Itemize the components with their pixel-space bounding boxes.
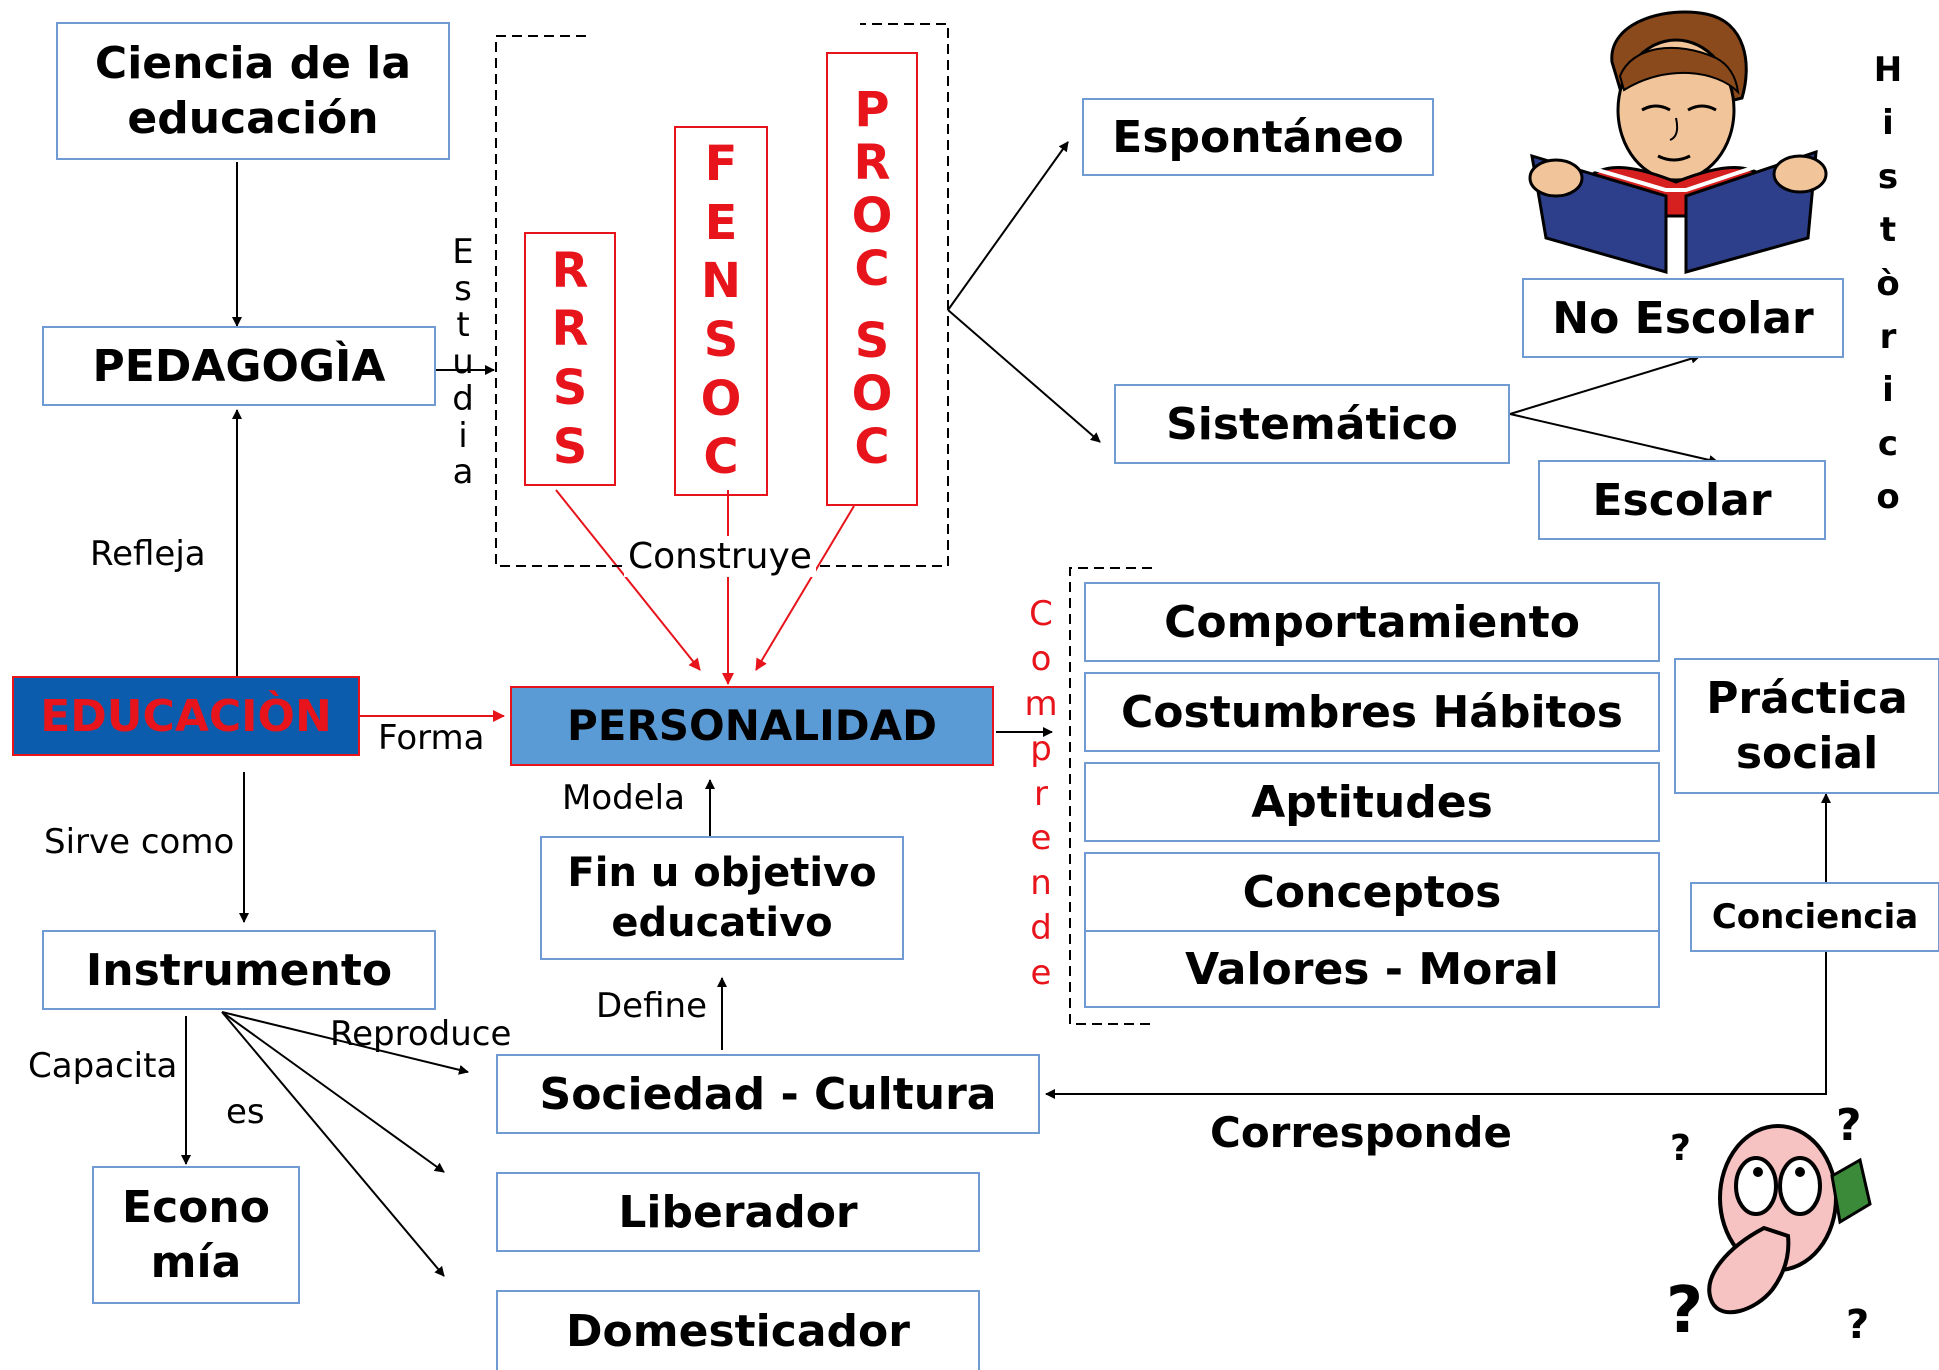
refleja-label: Refleja xyxy=(90,534,206,574)
arrow-to-sistematico xyxy=(947,309,1101,443)
educacion-box: EDUCACIÒN xyxy=(12,676,360,756)
capacita-label: Capacita xyxy=(28,1046,178,1086)
fin-objetivo-box: Fin u objetivo educativo xyxy=(540,836,904,960)
costumbres-habitos-box: Costumbres Hábitos xyxy=(1084,672,1660,752)
espontaneo-box: Espontáneo xyxy=(1082,98,1434,176)
conciencia-box: Conciencia xyxy=(1690,882,1939,952)
conceptos-box: Conceptos xyxy=(1084,852,1660,932)
instrumento-box: Instrumento xyxy=(42,930,436,1010)
valores-moral-box: Valores - Moral xyxy=(1084,930,1660,1008)
arrow-instrumento-sociedad xyxy=(221,1011,469,1075)
personalidad-box: PERSONALIDAD xyxy=(510,686,994,766)
corresponde-label: Corresponde xyxy=(1210,1108,1512,1157)
domesticador-box: Domesticador xyxy=(496,1290,980,1370)
sirve-como-label: Sirve como xyxy=(44,822,235,862)
arrow-conciencia-sociedad xyxy=(1045,952,1827,1099)
arrow-instrumento-domesticador xyxy=(221,1011,445,1277)
arrow-instrumento-liberador xyxy=(221,1011,445,1173)
svg-text:?: ? xyxy=(1836,1106,1862,1151)
forma-label: Forma xyxy=(378,718,485,758)
escolar-box: Escolar xyxy=(1538,460,1826,540)
economia-box: Econo mía xyxy=(92,1166,300,1304)
ciencia-de-la-educacion-box: Ciencia de la educación xyxy=(56,22,450,160)
arrow-to-espontaneo xyxy=(947,141,1069,311)
sociedad-cultura-box: Sociedad - Cultura xyxy=(496,1054,1040,1134)
arrow-rrss-personalidad xyxy=(555,489,701,671)
arrow-to-no-escolar xyxy=(1509,353,1701,415)
es-label: es xyxy=(226,1092,265,1132)
modela-label: Modela xyxy=(562,778,685,818)
person-reading-book-icon xyxy=(1528,10,1828,274)
aptitudes-box: Aptitudes xyxy=(1084,762,1660,842)
no-escolar-box: No Escolar xyxy=(1522,278,1844,358)
comportamiento-box: Comportamiento xyxy=(1084,582,1660,662)
svg-text:?: ? xyxy=(1670,1128,1691,1169)
define-label: Define xyxy=(596,986,707,1026)
reproduce-label: Reproduce xyxy=(330,1014,512,1054)
liberador-box: Liberador xyxy=(496,1172,980,1252)
confused-face-question-marks-icon: ? ? ? ? xyxy=(1666,1106,1872,1346)
practica-social-box: Práctica social xyxy=(1674,658,1939,794)
sistematico-box: Sistemático xyxy=(1114,384,1510,464)
pedagogia-box: PEDAGOGÌA xyxy=(42,326,436,406)
svg-text:?: ? xyxy=(1666,1274,1703,1346)
arrow-to-escolar xyxy=(1509,413,1719,465)
arrow-procsoc-personalidad xyxy=(755,505,855,671)
svg-text:?: ? xyxy=(1846,1302,1869,1346)
construye-label: Construye xyxy=(624,536,816,577)
dashed-comprende-bracket xyxy=(1069,567,1152,1025)
